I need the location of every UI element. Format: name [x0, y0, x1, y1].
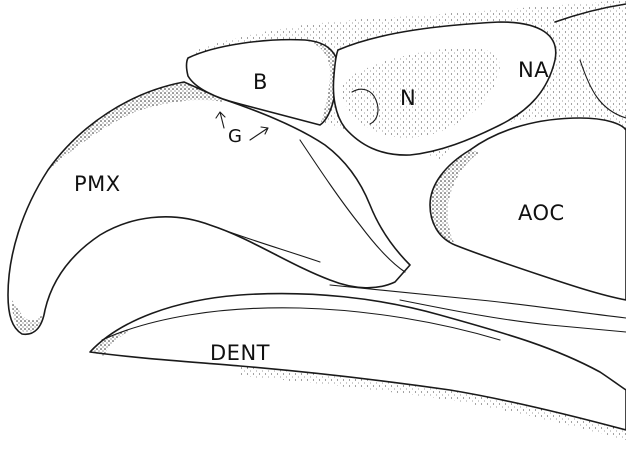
label-aoc: AOC [518, 203, 565, 224]
label-b: B [253, 72, 268, 93]
label-g: G [228, 128, 242, 146]
label-n: N [400, 88, 416, 109]
label-pmx: PMX [74, 174, 121, 195]
dentary-shape [90, 294, 626, 430]
label-dent: DENT [210, 343, 270, 364]
label-na: NA [518, 60, 549, 81]
